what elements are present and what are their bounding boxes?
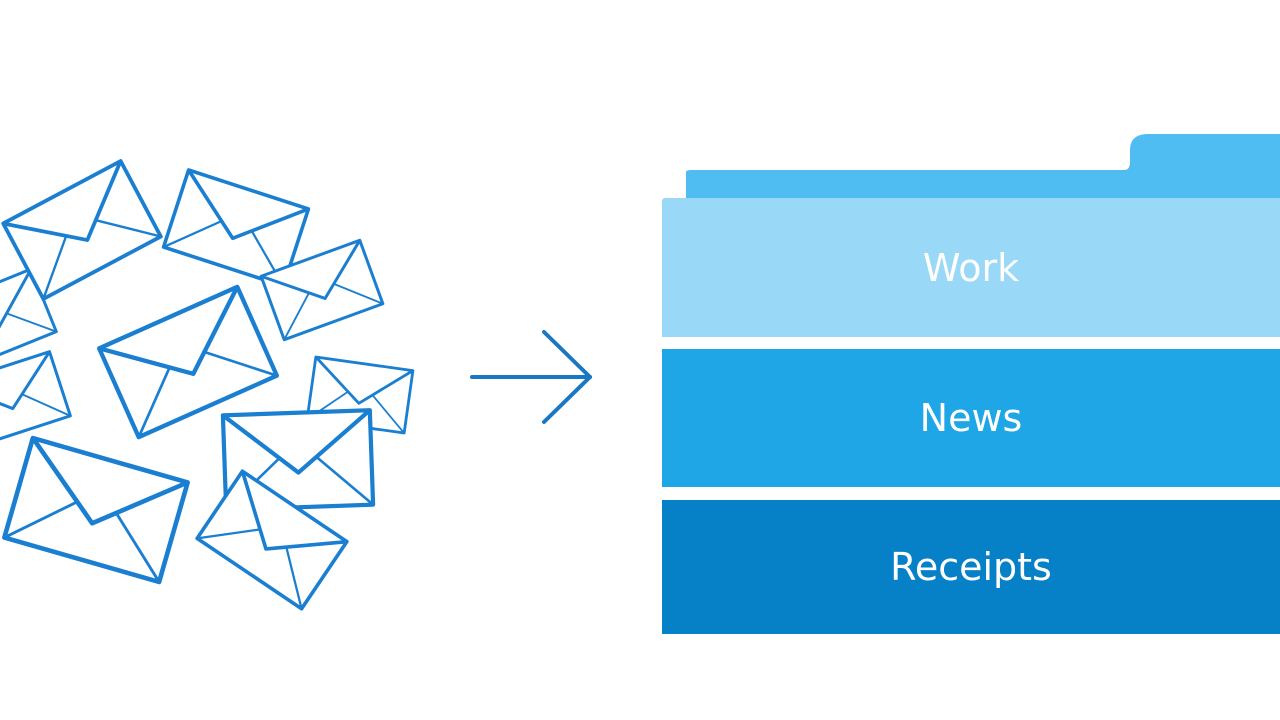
envelope-pile: [0, 159, 415, 611]
folder-tab: [686, 134, 1280, 204]
envelope-icon: [0, 350, 72, 450]
folder-section-receipts: Receipts: [662, 500, 1280, 634]
folder-section-work: Work: [662, 198, 1280, 337]
folder-section-label: News: [919, 396, 1023, 440]
folder-section-news: News: [662, 349, 1280, 487]
envelope-icon: [4, 438, 187, 582]
folder-section-label: Receipts: [890, 545, 1052, 589]
folder-icon: Work News Receipts: [662, 134, 1280, 634]
arrow-right-icon: [470, 330, 592, 424]
folder-section-label: Work: [922, 245, 1020, 290]
